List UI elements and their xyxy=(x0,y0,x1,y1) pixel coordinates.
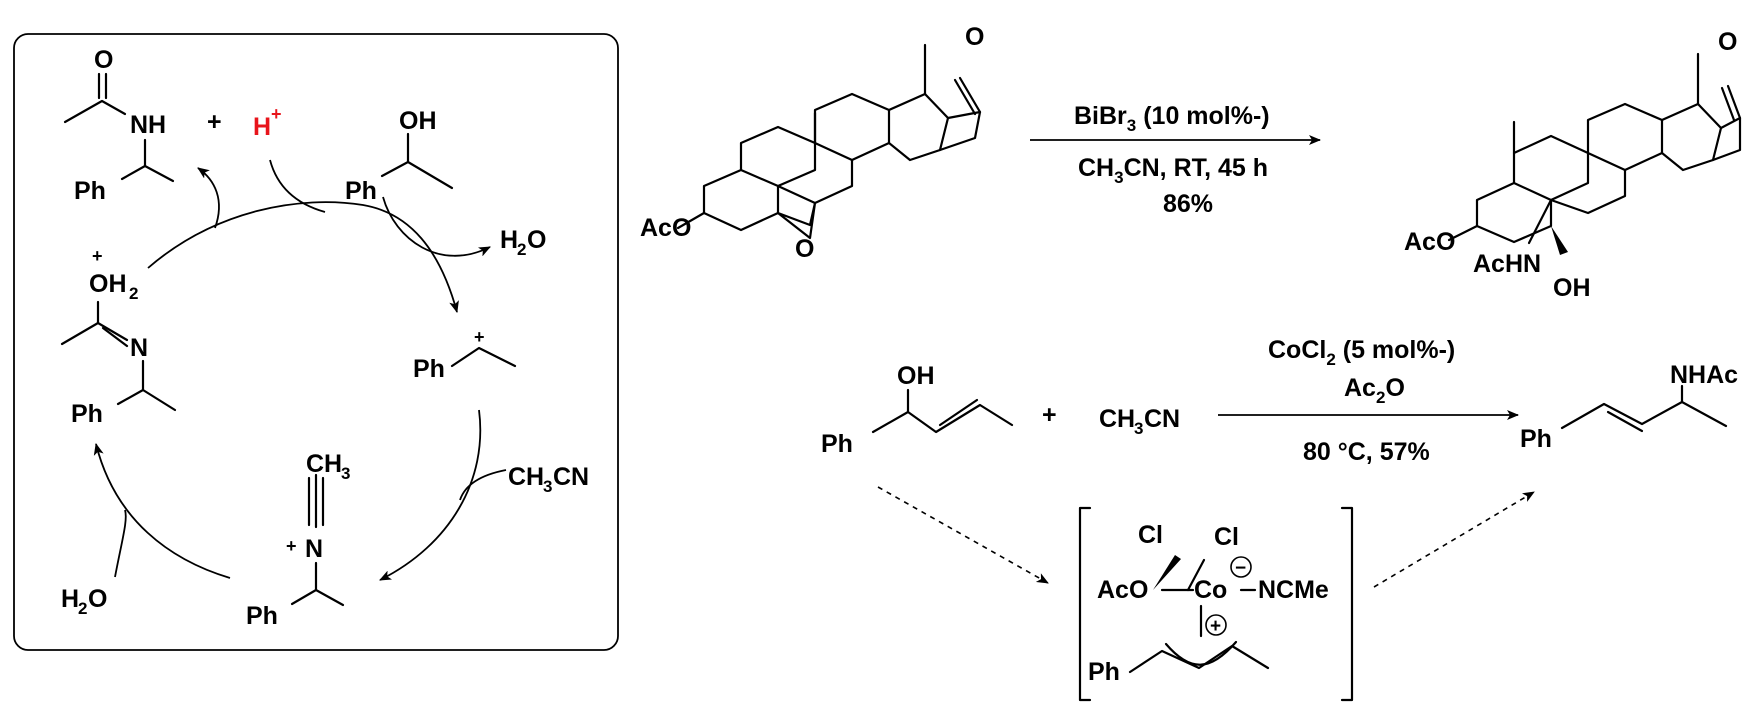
product-nhac: NHAc xyxy=(1670,361,1738,389)
water-out-o: O xyxy=(527,226,546,254)
product-aco: AcO xyxy=(1404,228,1455,256)
start-ketone-o: O xyxy=(965,23,984,51)
product-ketone-o: O xyxy=(1718,28,1737,56)
amide-product: O NH Ph xyxy=(63,46,175,205)
product-achn: AcHN xyxy=(1473,250,1541,278)
intermediate-cl2: Cl xyxy=(1214,523,1239,551)
conditions-reagent: BiBr3 (10 mol%-) xyxy=(1074,102,1270,135)
nitrile-sub: 3 xyxy=(1134,419,1143,438)
product-oh: OH xyxy=(1553,274,1591,302)
carbocation-charge: + xyxy=(474,327,485,347)
steroid-amide-product: AcO AcHN OH O xyxy=(1404,28,1742,302)
dashed-arrow-in xyxy=(877,486,1049,584)
plus-sign-2: + xyxy=(1042,401,1057,429)
catalytic-cycle-arrows xyxy=(93,159,507,581)
intermediate-cl1: Cl xyxy=(1138,521,1163,549)
allylic-alcohol: OH Ph xyxy=(821,362,1014,458)
conditions-temp-yield: 80 °C, 57% xyxy=(1303,438,1430,466)
carbocation-ph: Ph xyxy=(413,355,445,383)
dashed-arrow-out xyxy=(1373,491,1535,588)
mechanism-frame xyxy=(13,33,619,651)
iminol-ph: Ph xyxy=(71,400,103,428)
acetonitrile-reactant: CH 3 CN xyxy=(1099,405,1180,438)
allyl-conditions: CoCl2 (5 mol%-) Ac2O 80 °C, 57% xyxy=(1218,336,1519,466)
steroid-epoxide: AcO O O xyxy=(640,23,984,263)
mecn-cn: CN xyxy=(553,463,589,491)
plus-sign: + xyxy=(207,108,222,136)
nitrile-ch: CH xyxy=(1099,405,1135,433)
intermediate-ph: Ph xyxy=(1088,658,1120,686)
iminol-charge: + xyxy=(92,246,103,266)
amide-o-label: O xyxy=(94,46,113,74)
steroid-conditions: BiBr3 (10 mol%-) CH3CN, RT, 45 h 86% xyxy=(1030,102,1321,218)
conditions-yield: 86% xyxy=(1163,190,1213,218)
product-ph: Ph xyxy=(1520,425,1552,453)
nitrilium-ph: Ph xyxy=(246,602,278,630)
water-added: H 2 O xyxy=(61,585,107,618)
iminol-oh: OH xyxy=(89,270,127,298)
intermediate-plus: + xyxy=(1210,616,1221,637)
carbocation: Ph + xyxy=(413,327,517,383)
iminol-n: N xyxy=(130,334,148,362)
nitrilium-charge: + xyxy=(286,536,297,556)
water-out-sub: 2 xyxy=(517,240,526,259)
intermediate-ncme: NCMe xyxy=(1258,576,1329,604)
intermediate-aco: AcO xyxy=(1097,576,1148,604)
nitrilium-sub: 3 xyxy=(341,464,350,483)
iminol-sub: 2 xyxy=(129,284,138,303)
start-aco: AcO xyxy=(640,214,691,242)
water-in-h: H xyxy=(61,585,79,613)
alcohol-reactant: OH Ph xyxy=(345,107,454,205)
allylic-amide-product: NHAc Ph xyxy=(1520,361,1738,453)
amide-nh-label: NH xyxy=(130,111,166,139)
mecn-ch: CH xyxy=(508,463,544,491)
acetonitrile-reagent: CH 3 CN xyxy=(508,463,589,496)
alcohol-ph-label: Ph xyxy=(345,177,377,205)
allyl-oh: OH xyxy=(897,362,935,390)
nitrilium-ion: CH 3 + N Ph xyxy=(246,450,350,630)
nitrile-cn: CN xyxy=(1144,405,1180,433)
water-in-o: O xyxy=(88,585,107,613)
proton: H + xyxy=(253,104,282,141)
start-epoxide-o: O xyxy=(795,235,814,263)
conditions-solvent: CH3CN, RT, 45 h xyxy=(1078,154,1268,187)
proton-charge: + xyxy=(271,104,282,124)
alcohol-oh-label: OH xyxy=(399,107,437,135)
intermediate-minus: − xyxy=(1235,558,1246,579)
water-released: H 2 O xyxy=(500,226,546,259)
nitrilium-n: N xyxy=(305,535,323,563)
conditions-anhydride: Ac2O xyxy=(1344,374,1405,407)
mecn-sub: 3 xyxy=(543,477,552,496)
proton-h: H xyxy=(253,113,271,141)
allyl-ph: Ph xyxy=(821,430,853,458)
amide-ph-label: Ph xyxy=(74,177,106,205)
intermediate-co: Co xyxy=(1194,576,1227,604)
protonated-iminol: + OH 2 N Ph xyxy=(60,246,177,428)
nitrilium-ch: CH xyxy=(306,450,342,478)
water-in-sub: 2 xyxy=(78,599,87,618)
cobalt-intermediate: Cl Cl AcO Co − NCMe + Ph xyxy=(1078,506,1354,702)
conditions-catalyst: CoCl2 (5 mol%-) xyxy=(1268,336,1455,369)
water-out-h: H xyxy=(500,226,518,254)
